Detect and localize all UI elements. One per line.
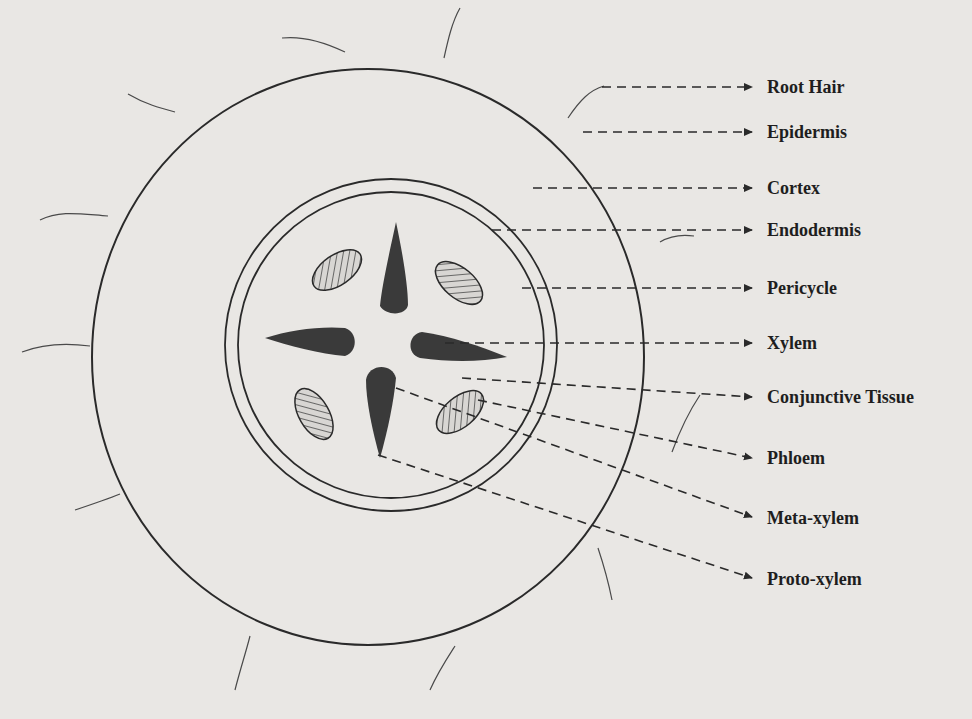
endodermis-outline [225,179,557,511]
part-label: Endodermis [767,219,861,241]
part-label: Root Hair [767,76,844,98]
part-label: Meta-xylem [767,507,859,529]
part-label: Proto-xylem [767,568,862,590]
root-hairs [22,8,700,690]
part-label: Epidermis [767,121,847,143]
part-label: Xylem [767,332,817,354]
pericycle-outline [238,192,544,498]
epidermis-outline [92,69,644,645]
xylem-arms [265,222,507,458]
leader-lines [378,87,752,578]
part-label: Phloem [767,447,825,469]
part-label: Cortex [767,177,820,199]
part-label: Pericycle [767,277,837,299]
part-label: Conjunctive Tissue [767,386,914,408]
